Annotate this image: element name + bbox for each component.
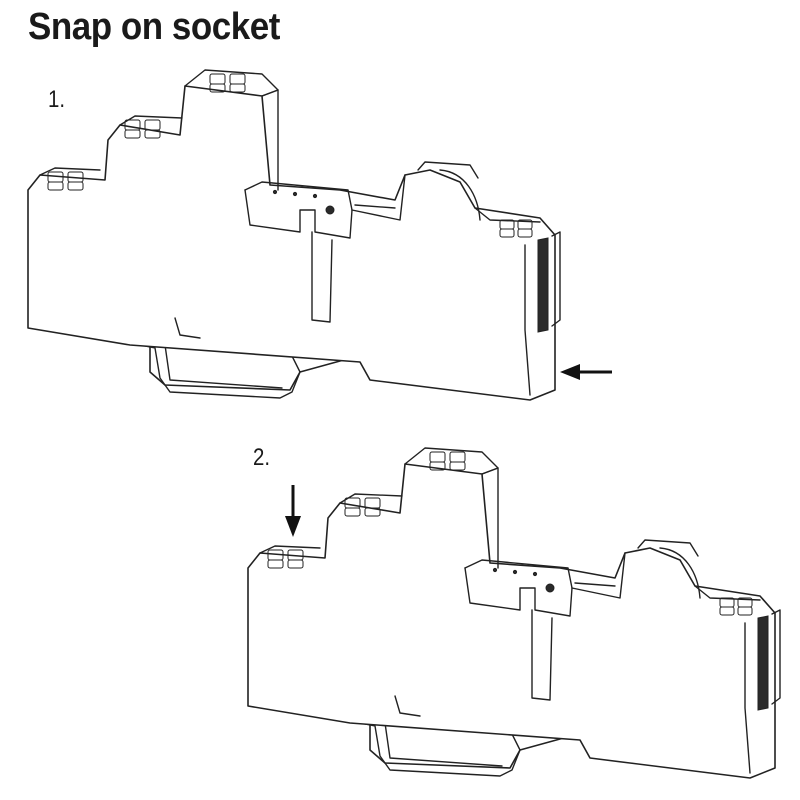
left-arrow-icon xyxy=(560,364,612,380)
step-1-figure xyxy=(27,69,612,401)
down-arrow-icon xyxy=(285,485,301,537)
step-2-figure xyxy=(247,447,781,779)
page-title: Snap on socket xyxy=(28,6,280,48)
step-1-label: 1. xyxy=(48,86,66,113)
step-2-label: 2. xyxy=(253,444,271,471)
